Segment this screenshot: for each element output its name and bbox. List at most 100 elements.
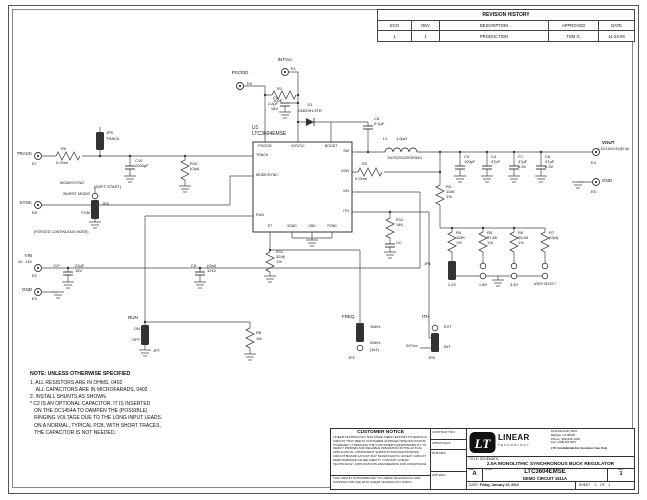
rev-col-rev: REV: [412, 21, 440, 32]
comp-c7-ref: C7: [518, 154, 524, 159]
rev-val-eco: 1: [378, 31, 412, 41]
comp-r10-value: (Opt): [190, 166, 200, 171]
doc-size-row: SIZE A IC NO. LTC3604EMSE DEMO CIRCUIT 1…: [467, 468, 634, 482]
note-line: * C2 IS AN OPTIONAL CAPACITOR. IT IS INS…: [30, 401, 151, 408]
rev-val-description: PRODUCTION: [440, 31, 549, 41]
comp-c4-ref: C4: [491, 154, 497, 159]
comp-c2-value: 22µF 16V: [75, 263, 85, 273]
jumper-jp6-pos-int: INT: [444, 344, 451, 349]
doc-title-label: TITLE:: [469, 457, 479, 461]
note-line: RINGING VOLTAGE DUE TO THE LONG INPUT LE…: [30, 415, 163, 422]
customer-notice-footer: THIS CIRCUIT IS PROPRIETARY TO LINEAR TE…: [331, 475, 431, 489]
comp-c3-value: 100pF: [464, 159, 476, 164]
ic-part: LTC3604EMSE: [252, 131, 287, 137]
ic-ref: U1: [252, 125, 259, 131]
doc-title-row: TITLE: SCHEMATIC 2.5A MONOLITHIC SYNCHRO…: [467, 456, 634, 469]
linear-logo-text: LT: [474, 436, 492, 451]
date-line: DATE: Friday, January 22, 2010: [469, 483, 519, 487]
comp-r3-ref: R3: [446, 184, 452, 189]
notes-block: NOTE: UNLESS OTHERWISE SPECIFIED 1. ALL …: [30, 371, 285, 437]
comp-r7-ref: R7: [549, 230, 555, 235]
rev-col-eco: ECO: [378, 21, 412, 32]
title-block-right: LT LINEAR TECHNOLOGY 1630 McCarthy Blvd.…: [467, 429, 634, 489]
comp-r4-ref: R4: [456, 230, 462, 235]
comp-c3-ref: C3: [464, 154, 470, 159]
jumper-jp1-pos-18: 1.8V: [478, 282, 488, 287]
comp-r1-value: 100K: [273, 98, 283, 103]
ic-pin-ith: ITH: [343, 209, 349, 213]
field-contract-no: CONTRACT NO.: [431, 429, 466, 440]
ic-outline: [252, 141, 353, 233]
comp-cc-ref: CC: [396, 240, 402, 245]
rev-val-approved: TOM G.: [549, 31, 599, 41]
turret-label-e6: E6: [247, 81, 252, 86]
note-line: ON A NORMAL, TYPICAL PCB, WITH SHORT TRA…: [30, 422, 161, 429]
doc-title-line: TITLE: SCHEMATIC: [469, 457, 499, 461]
doc-demo-circuit: DEMO CIRCUIT 1611A: [523, 476, 567, 481]
ic-pin-pgood: PGOOD: [258, 144, 272, 148]
date-label: DATE:: [469, 482, 479, 487]
net-label-gnd: GND: [22, 287, 32, 292]
net-label-pgood: PGOOD: [231, 70, 249, 75]
comp-l1-value: 1.0µH: [396, 136, 407, 141]
comp-r5-ref: R5: [487, 230, 493, 235]
ic-pin-von: VON: [341, 169, 349, 173]
note-line: 1. ALL RESISTORS ARE IN OHMS, 0402: [30, 380, 123, 386]
jumper-jp2-ref: JP2: [348, 355, 355, 360]
ic-pin-rt: RT: [267, 224, 273, 228]
jumper-jp1-pos-33: 3.3V: [509, 282, 519, 287]
rev-col-date: DATE: [599, 21, 634, 32]
part-cell: IC NO. LTC3604EMSE DEMO CIRCUIT 1611A: [483, 468, 607, 481]
ic-pin-boost: BOOST: [324, 144, 338, 148]
net-label-track: TRACK: [16, 151, 32, 156]
size-cell: SIZE A: [467, 468, 483, 481]
net-label-vout: VOUT: [602, 140, 615, 145]
comp-l1-part: IHLP2020CZER1R0M11: [387, 156, 423, 160]
ic-pin-sw: SW: [343, 149, 349, 153]
ic-pin-intvcc: INTVCC: [291, 144, 305, 148]
doc-date-row: DATE: Friday, January 22, 2010 SHEET 1 O…: [467, 481, 634, 489]
comp-c7-value: 47µF 6.3V: [518, 159, 528, 169]
ic-pin-vin: VIN: [343, 189, 349, 193]
jumper-jp1-ref: JP1: [424, 261, 431, 266]
comp-d1-ref: D1: [307, 102, 313, 107]
rev-label: REV: [618, 468, 624, 471]
comp-r9-value: 0 Ohm: [56, 160, 69, 165]
net-label-vin: VIN: [24, 253, 32, 258]
comp-d1-value: CMDSH-3TR: [298, 108, 322, 113]
jumper-jp7-pos-off: OFF: [132, 337, 140, 342]
comp-r6-ref: R6: [518, 230, 524, 235]
turret-label-e3: E3: [32, 296, 37, 301]
company-name: LINEAR: [498, 433, 530, 442]
ic-pin-sgnd: SGND: [287, 224, 297, 228]
rev-value: 1: [619, 471, 623, 477]
jumper-jp1-pos-12: 1.2V: [447, 282, 457, 287]
note-line: ON THE DC1454A TO DAMPEN THE (POSSIBLE): [30, 408, 148, 415]
field-app-eng: APP ENG.: [432, 473, 447, 477]
linear-logo: LT: [469, 432, 496, 453]
comp-r11-value: 324K 1%: [276, 254, 286, 264]
notes-title: NOTE: UNLESS OTHERWISE SPECIFIED: [30, 371, 131, 377]
comp-l1-ref: L1: [383, 136, 388, 141]
net-label-freq: FREQ: [342, 314, 355, 319]
size-value: A: [472, 471, 477, 477]
sheet-no: 1: [594, 482, 597, 487]
doc-title: SCHEMATIC: [479, 457, 499, 461]
company-header: LT LINEAR TECHNOLOGY 1630 McCarthy Blvd.…: [467, 429, 634, 457]
turret-label-e7: E7: [32, 161, 37, 166]
comp-c10-ref: C10: [135, 158, 143, 163]
turret-label-e8: E8: [32, 210, 37, 215]
rev-val-date: 11-23-09: [608, 33, 625, 39]
comp-r9-ref: R9: [61, 146, 67, 151]
jumper-jp4-pos-burst: BURST MODE: [63, 191, 90, 196]
jumper-jp2-pos-2mhz: 2MHz: [370, 340, 381, 345]
comp-r10-ref: R10: [190, 161, 198, 166]
jumper-jp7-ref: JP7: [153, 348, 160, 353]
jumper-jp4-header: MODE/SYNC: [60, 180, 85, 185]
approvals-column: CONTRACT NO. APPROVALS PCB DES. APP ENG.: [431, 429, 467, 489]
net-label-intvcc: INTVcc: [277, 57, 293, 62]
doc-part: LTC3604EMSE: [524, 469, 566, 475]
comp-c10-value: 2200pF: [135, 163, 149, 168]
net-label-ith: ITH: [422, 314, 430, 319]
